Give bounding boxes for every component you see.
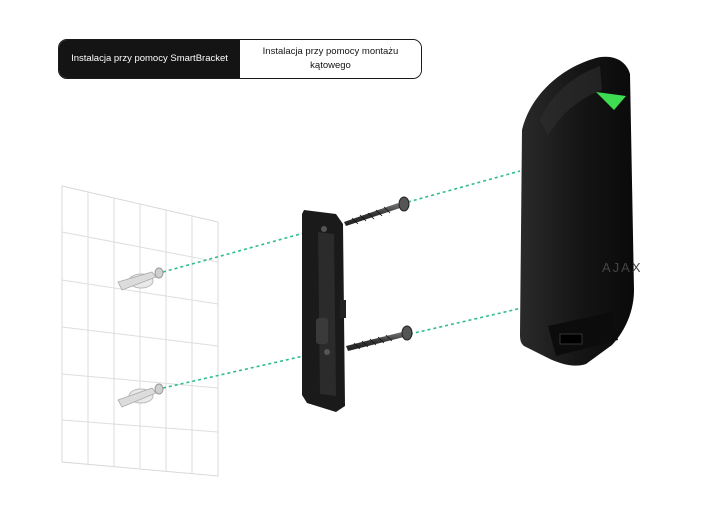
screw-icon [346, 326, 412, 351]
wall-tiles [62, 186, 218, 476]
smartbracket [302, 210, 346, 412]
screw-icon [344, 197, 409, 226]
device-logo: AJAX [602, 260, 643, 275]
motion-detector: AJAX [520, 57, 643, 366]
